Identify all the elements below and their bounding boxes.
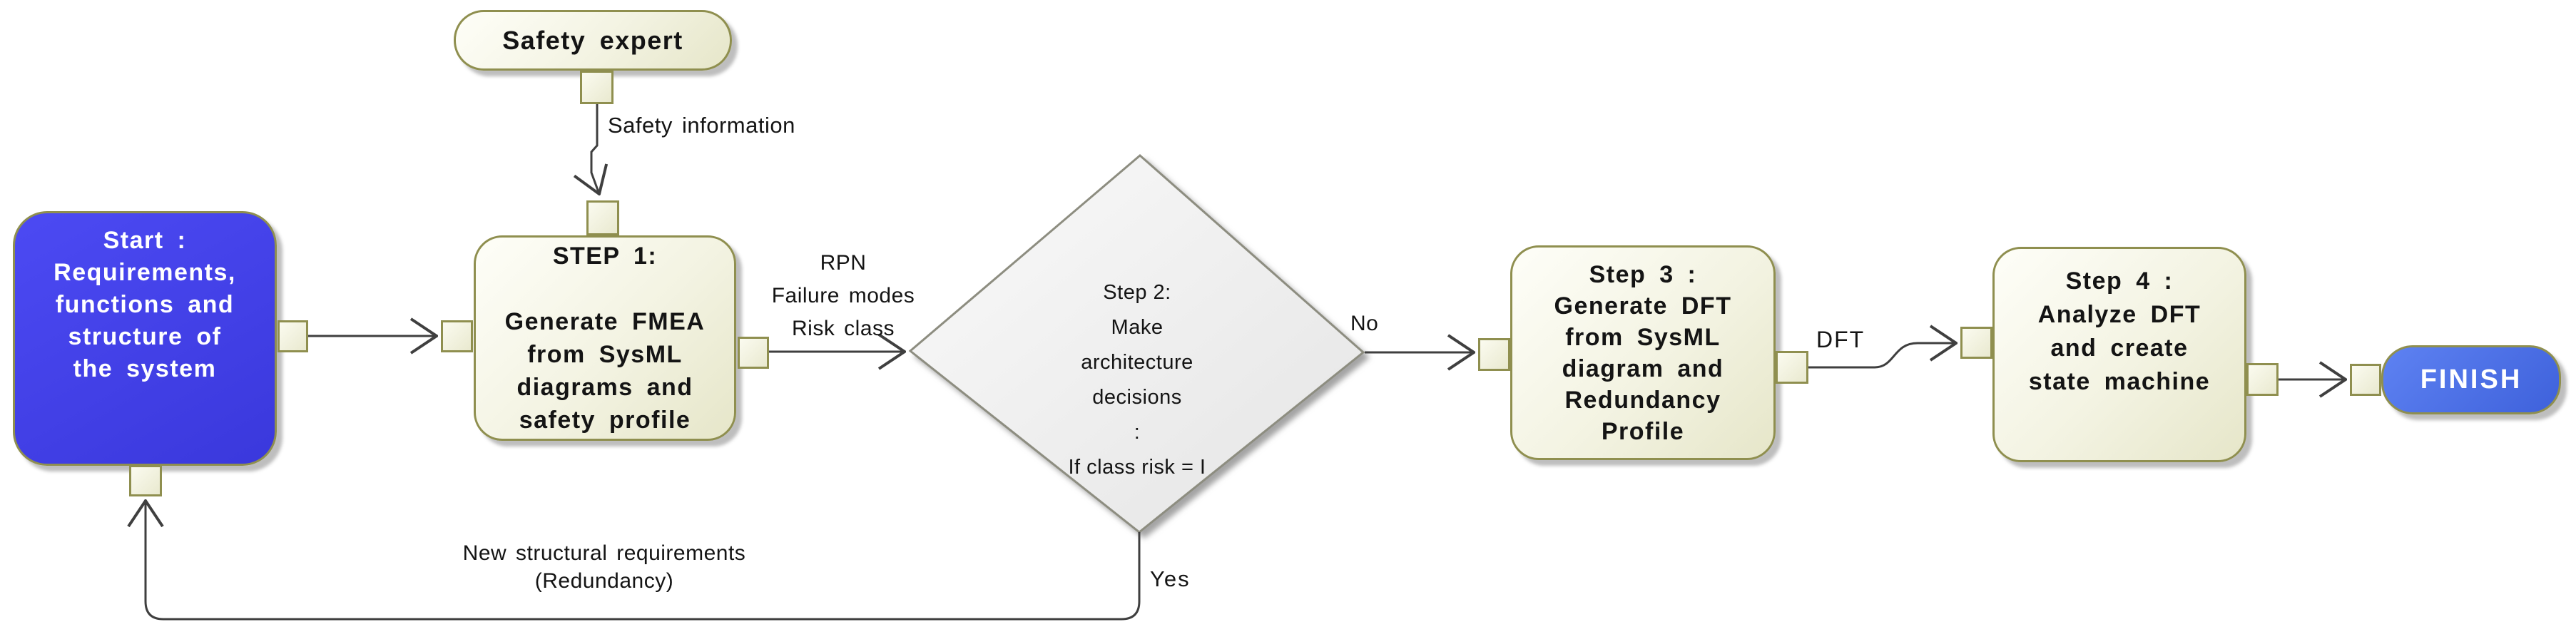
node-safety-expert[interactable]: Safety expert [454,10,732,71]
node-finish[interactable]: FINISH [2381,345,2561,414]
edge-label-yes: Yes [1150,566,1191,591]
node-step4-analyze-dft[interactable]: Step 4 : Analyze DFT and create state ma… [1992,247,2246,462]
pin-step3-right [1776,351,1808,384]
pin-safety-expert-bottom [580,71,614,104]
node-step2-decision-label: Step 2: Make architecture decisions : If… [1068,281,1206,479]
node-step1-generate-fmea[interactable]: STEP 1: Generate FMEA from SysML diagram… [474,235,736,441]
edge-label-rpn-failure-modes-risk-class: RPN Failure modes Risk class [771,251,915,340]
pin-step1-top [586,200,619,235]
pin-step1-left [441,320,473,352]
edge-label-no: No [1350,312,1379,335]
pin-start-bottom [129,465,162,496]
edge-safetyexpert-to-step1 [591,104,599,194]
pin-step1-right [738,337,769,369]
node-step3-generate-dft[interactable]: Step 3 : Generate DFT from SysML diagram… [1510,245,1776,460]
edge-label-safety-information: Safety information [608,113,795,138]
edge-label-new-structural-requirements: New structural requirements (Redundancy) [462,541,746,593]
pin-start-right [278,320,308,352]
edge-label-dft: DFT [1816,327,1865,352]
pin-step4-right [2246,363,2279,396]
edge-step2-yes-to-start [146,501,1141,621]
edge-step3-to-step4 [1808,343,1956,369]
pin-step4-left [1960,327,1992,359]
pin-finish-left [2350,364,2381,396]
node-start[interactable]: Start : Requirements, functions and stru… [13,211,277,466]
pin-step3-left [1478,338,1510,371]
